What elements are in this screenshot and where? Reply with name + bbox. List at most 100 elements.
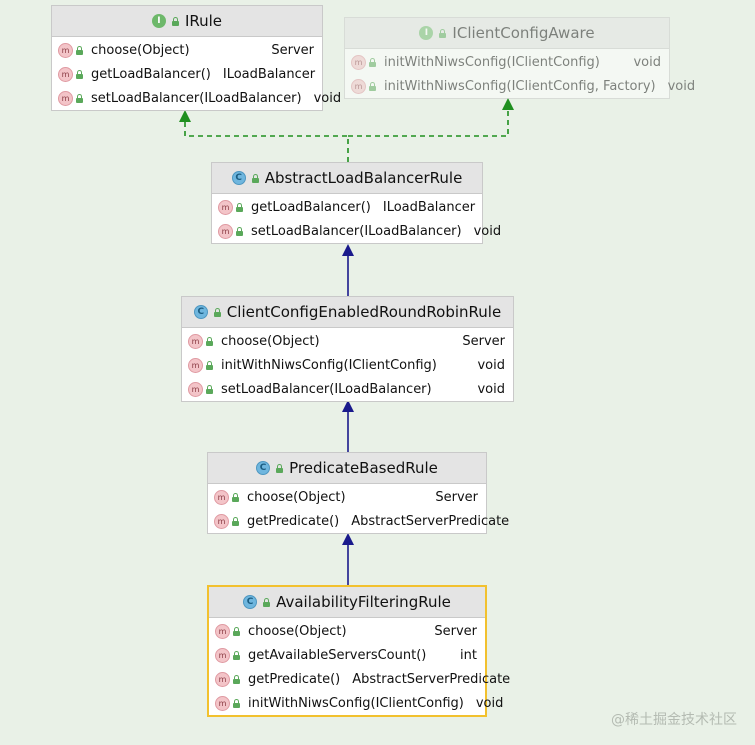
class-header-abstractloadbalancerrule: C AbstractLoadBalancerRule — [212, 163, 482, 194]
lock-icon — [251, 173, 259, 183]
method-name: choose(Object) — [221, 333, 320, 349]
method-row[interactable]: m getLoadBalancer() ILoadBalancer — [52, 62, 322, 86]
method-return-type: AbstractServerPredicate — [352, 671, 511, 687]
class-box-abstractloadbalancerrule[interactable]: C AbstractLoadBalancerRule m getLoadBala… — [211, 162, 501, 244]
method-name: initWithNiwsConfig(IClientConfig) — [221, 357, 437, 373]
class-name: PredicateBasedRule — [289, 459, 438, 477]
method-row[interactable]: m getLoadBalancer() ILoadBalancer — [212, 195, 482, 219]
lock-icon — [76, 69, 83, 79]
class-icon: C — [256, 461, 271, 475]
method-return-type: void — [477, 381, 505, 397]
lock-icon — [171, 16, 179, 26]
method-name: initWithNiwsConfig(IClientConfig) — [384, 54, 600, 70]
method-icon: m — [214, 489, 229, 505]
lock-icon — [439, 28, 447, 38]
lock-icon — [233, 650, 240, 660]
implements-connector-iclientconfigaware — [348, 102, 509, 137]
extends-arrowhead-predicate — [342, 533, 354, 545]
lock-icon — [233, 674, 240, 684]
class-icon: C — [231, 171, 246, 185]
method-return-type: ILoadBalancer — [222, 66, 316, 82]
method-name: getLoadBalancer() — [251, 199, 371, 215]
method-icon: m — [218, 223, 233, 239]
method-icon: m — [351, 78, 366, 94]
lock-icon — [232, 492, 239, 502]
method-name: choose(Object) — [247, 489, 346, 505]
class-header-iclientconfigaware: I IClientConfigAware — [345, 18, 669, 49]
method-icon: m — [215, 647, 230, 663]
method-row[interactable]: m setLoadBalancer(ILoadBalancer) void — [182, 377, 513, 401]
method-return-type: Server — [462, 333, 505, 349]
method-icon: m — [214, 513, 229, 529]
method-name: getLoadBalancer() — [91, 66, 211, 82]
class-header-availabilityfilteringrule: C AvailabilityFilteringRule — [209, 587, 485, 618]
method-row[interactable]: m choose(Object) Server — [182, 329, 513, 353]
lock-icon — [213, 307, 221, 317]
method-icon: m — [58, 90, 73, 106]
lock-icon — [206, 336, 213, 346]
lock-icon — [76, 45, 83, 55]
method-row[interactable]: m getPredicate() AbstractServerPredicate — [209, 667, 510, 691]
method-name: getAvailableServersCount() — [248, 647, 427, 663]
method-return-type: AbstractServerPredicate — [351, 513, 510, 529]
method-return-type: void — [477, 357, 505, 373]
method-name: setLoadBalancer(ILoadBalancer) — [251, 223, 462, 239]
method-icon: m — [351, 54, 366, 70]
class-icon: C — [193, 305, 208, 319]
method-name: setLoadBalancer(ILoadBalancer) — [221, 381, 432, 397]
lock-icon — [369, 57, 376, 67]
method-return-type: Server — [271, 42, 314, 58]
class-name: ClientConfigEnabledRoundRobinRule — [226, 303, 502, 321]
method-row[interactable]: m initWithNiwsConfig(IClientConfig) void — [345, 50, 669, 74]
method-return-type: int — [460, 647, 477, 663]
class-box-availabilityfilteringrule[interactable]: C AvailabilityFilteringRule m choose(Obj… — [207, 585, 510, 717]
interface-icon: I — [419, 26, 434, 40]
method-name: setLoadBalancer(ILoadBalancer) — [91, 90, 302, 106]
method-name: getPredicate() — [248, 671, 341, 687]
class-box-clientconfigenabledroundrobinrule[interactable]: C ClientConfigEnabledRoundRobinRule m ch… — [181, 296, 514, 402]
lock-icon — [206, 360, 213, 370]
lock-icon — [276, 463, 284, 473]
method-row[interactable]: m setLoadBalancer(ILoadBalancer) void — [212, 219, 501, 243]
class-name: AvailabilityFilteringRule — [276, 593, 451, 611]
lock-icon — [233, 626, 240, 636]
method-row[interactable]: m setLoadBalancer(ILoadBalancer) void — [52, 86, 341, 110]
implements-connector-irule — [184, 114, 349, 162]
method-name: choose(Object) — [91, 42, 190, 58]
watermark-text: @稀土掘金技术社区 — [611, 712, 737, 728]
method-name: initWithNiwsConfig(IClientConfig) — [248, 695, 464, 711]
method-icon: m — [188, 333, 203, 349]
method-row[interactable]: m getPredicate() AbstractServerPredicate — [208, 509, 509, 533]
method-row[interactable]: m choose(Object) Server — [209, 619, 485, 643]
lock-icon — [263, 597, 271, 607]
method-icon: m — [58, 66, 73, 82]
class-header-irule: I IRule — [52, 6, 322, 37]
implements-arrowhead-iclientconfigaware — [502, 98, 514, 110]
interface-icon: I — [151, 14, 166, 28]
method-row[interactable]: m getAvailableServersCount() int — [209, 643, 485, 667]
method-return-type: ILoadBalancer — [382, 199, 476, 215]
class-box-predicatebasedrule[interactable]: C PredicateBasedRule m choose(Object) Se… — [207, 452, 509, 534]
method-return-type: Server — [434, 623, 477, 639]
method-row[interactable]: m initWithNiwsConfig(IClientConfig, Fact… — [345, 74, 695, 98]
method-return-type: void — [473, 223, 502, 239]
class-box-iclientconfigaware[interactable]: I IClientConfigAware m initWithNiwsConfi… — [344, 17, 695, 99]
method-row[interactable]: m initWithNiwsConfig(IClientConfig) void — [209, 691, 503, 715]
method-row[interactable]: m choose(Object) Server — [208, 485, 486, 509]
method-row[interactable]: m initWithNiwsConfig(IClientConfig) void — [182, 353, 513, 377]
method-row[interactable]: m choose(Object) Server — [52, 38, 322, 62]
lock-icon — [236, 226, 243, 236]
method-return-type: void — [633, 54, 661, 70]
method-name: initWithNiwsConfig(IClientConfig, Factor… — [384, 78, 656, 94]
class-name: IRule — [184, 12, 223, 30]
method-name: getPredicate() — [247, 513, 340, 529]
method-icon: m — [58, 42, 73, 58]
method-name: choose(Object) — [248, 623, 347, 639]
method-icon: m — [215, 623, 230, 639]
method-return-type: void — [475, 695, 504, 711]
method-return-type: Server — [435, 489, 478, 505]
class-icon: C — [243, 595, 258, 609]
method-icon: m — [188, 381, 203, 397]
class-box-irule[interactable]: I IRule m choose(Object) Server m getLoa… — [51, 5, 341, 111]
class-header-clientconfigenabledroundrobinrule: C ClientConfigEnabledRoundRobinRule — [182, 297, 513, 328]
